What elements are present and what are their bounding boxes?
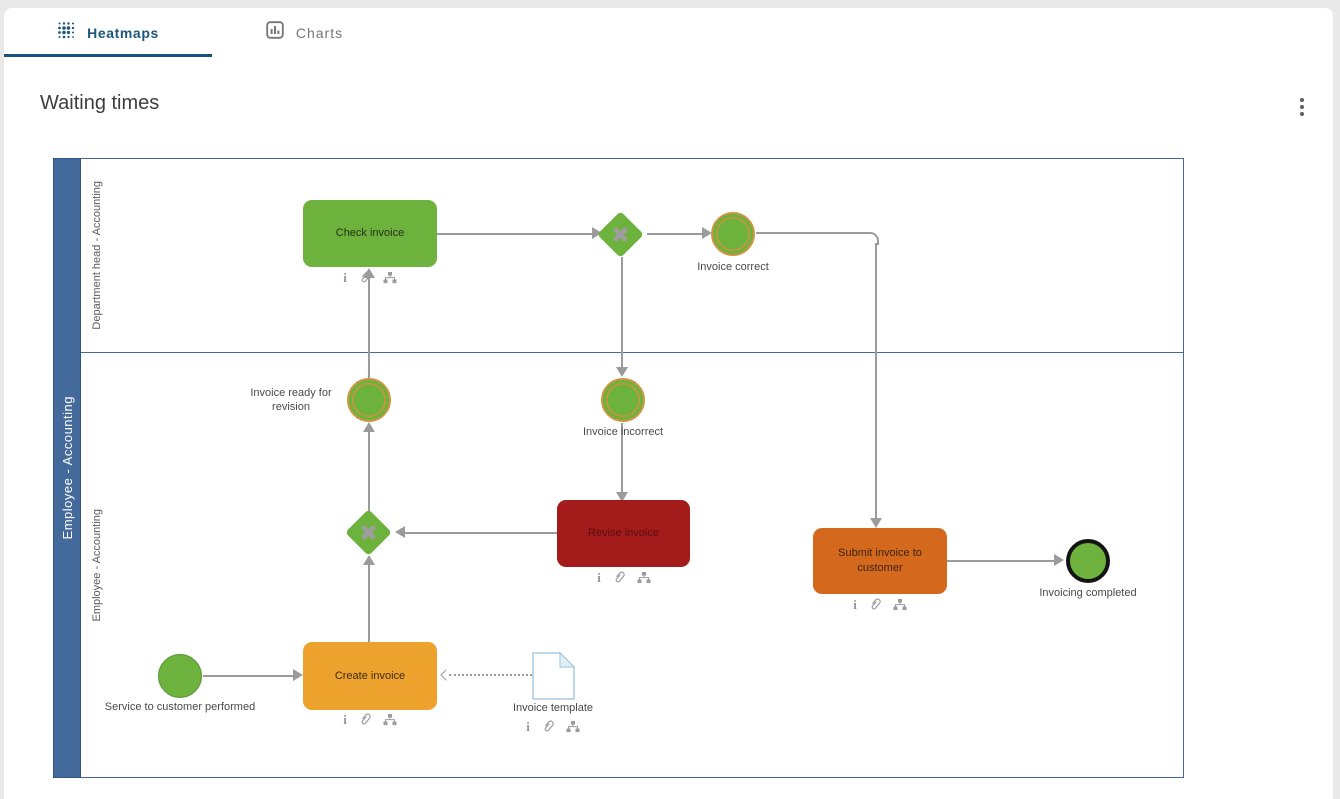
arrowhead	[702, 227, 712, 239]
attachment-icon[interactable]	[359, 270, 371, 284]
page-title: Waiting times	[40, 92, 160, 114]
heatmap-grid-icon	[57, 21, 75, 44]
tab-charts[interactable]: Charts	[212, 8, 397, 57]
event-label-invoice-correct: Invoice correct	[697, 261, 769, 273]
task-label: Revise invoice	[588, 527, 659, 540]
arrowhead	[395, 526, 405, 538]
event-invoice-incorrect[interactable]	[601, 378, 645, 422]
hierarchy-icon[interactable]	[383, 272, 397, 284]
event-label-invoice-incorrect: Invoice incorrect	[582, 426, 664, 438]
flow-incorrect-to-revise	[621, 423, 623, 493]
arrowhead	[1054, 554, 1064, 566]
flow-submit-to-end	[947, 560, 1055, 562]
task-label: Create invoice	[334, 669, 406, 682]
event-invoice-ready-for-revision[interactable]	[347, 378, 391, 422]
badges-create-invoice: i	[335, 712, 405, 726]
event-label-invoice-ready: Invoice ready for revision	[250, 387, 332, 414]
arrowhead	[293, 669, 303, 681]
arrowhead	[592, 227, 602, 239]
hierarchy-icon[interactable]	[893, 599, 907, 611]
content-card: Heatmaps Charts Waiting times	[4, 8, 1333, 799]
info-icon[interactable]: i	[597, 570, 601, 585]
hierarchy-icon[interactable]	[566, 721, 580, 733]
event-invoice-correct[interactable]	[711, 212, 755, 256]
arrowhead	[363, 555, 375, 565]
info-icon[interactable]: i	[343, 270, 347, 285]
attachment-icon[interactable]	[613, 570, 625, 584]
pool-label: Employee - Accounting	[59, 396, 75, 540]
badges-invoice-template: i	[518, 719, 588, 733]
attachment-icon[interactable]	[869, 597, 881, 611]
hierarchy-icon[interactable]	[383, 714, 397, 726]
badges-submit-invoice: i	[845, 597, 915, 611]
flow-correct-to-submit-h	[756, 232, 870, 234]
task-label: Check invoice	[335, 227, 405, 240]
task-submit-invoice-to-customer[interactable]: Submit invoice to customer	[813, 528, 947, 594]
flow-ready-to-check	[368, 278, 370, 378]
more-options-kebab-icon[interactable]	[1294, 94, 1310, 120]
tab-charts-label: Charts	[295, 24, 344, 41]
task-label: Submit invoice to customer	[838, 547, 922, 574]
flow-corner	[866, 232, 879, 245]
flow-create-to-gateway	[368, 565, 370, 642]
data-object-invoice-template[interactable]	[532, 651, 576, 705]
attachment-icon[interactable]	[359, 712, 371, 726]
active-tab-underline	[4, 54, 212, 57]
badges-revise-invoice: i	[589, 570, 659, 584]
flow-revise-to-gateway	[405, 532, 557, 534]
arrowhead	[363, 422, 375, 432]
flow-gateway-to-incorrect	[621, 257, 623, 367]
info-icon[interactable]: i	[343, 712, 347, 727]
flow-start-to-create	[203, 675, 294, 677]
arrowhead	[870, 518, 882, 528]
info-icon[interactable]: i	[526, 719, 530, 734]
task-revise-invoice[interactable]: Revise invoice	[557, 500, 690, 567]
data-object-label-invoice-template: Invoice template	[512, 702, 594, 714]
flow-correct-to-submit-v	[875, 243, 877, 519]
x-gateway-marker-icon	[356, 520, 380, 544]
hierarchy-icon[interactable]	[637, 572, 651, 584]
pool-header: Employee - Accounting	[53, 158, 81, 778]
tab-heatmaps[interactable]: Heatmaps	[4, 8, 212, 57]
tab-bar: Heatmaps Charts	[4, 8, 1333, 57]
x-gateway-marker-icon	[608, 222, 632, 246]
task-check-invoice[interactable]: Check invoice	[303, 200, 437, 267]
task-create-invoice[interactable]: Create invoice	[303, 642, 437, 710]
arrowhead	[616, 492, 628, 502]
event-label-start: Service to customer performed	[104, 701, 256, 713]
event-label-end: Invoicing completed	[1039, 587, 1137, 599]
attachment-icon[interactable]	[542, 719, 554, 733]
flow-gateway-to-correct	[647, 233, 703, 235]
flow-check-to-gateway	[437, 233, 593, 235]
info-icon[interactable]: i	[853, 597, 857, 612]
arrowhead	[616, 367, 628, 377]
tab-heatmaps-label: Heatmaps	[87, 24, 159, 41]
lane-label-department-head: Department head - Accounting	[91, 180, 103, 330]
badges-check-invoice: i	[335, 270, 405, 284]
flow-gateway-to-ready	[368, 431, 370, 512]
lane-divider	[81, 352, 1184, 353]
bar-chart-icon	[266, 21, 284, 44]
association-template-to-create	[449, 674, 532, 676]
event-end-invoicing-completed[interactable]	[1066, 539, 1110, 583]
event-start-service-performed[interactable]	[158, 654, 202, 698]
